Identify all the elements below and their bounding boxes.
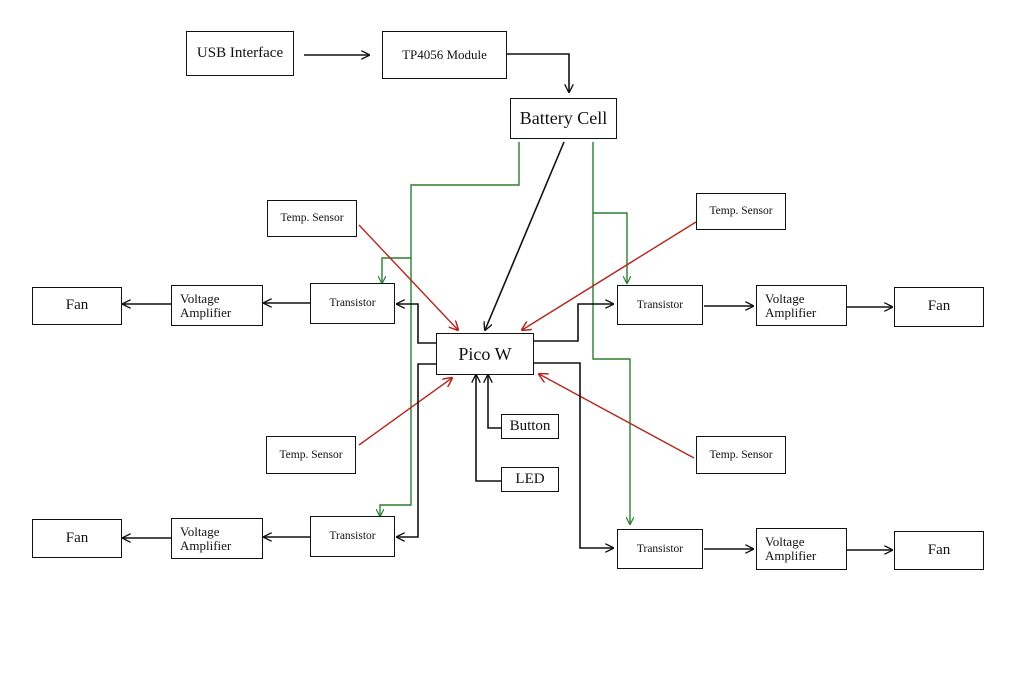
temp-sensor-top-right-box: Temp. Sensor [696, 193, 786, 230]
voltage-amplifier-top-left-box: Voltage Amplifier [171, 285, 263, 326]
control-pico-to-transistor-tr [534, 304, 613, 342]
power-line-battery-to-transistor-br [592, 213, 630, 524]
fan-top-right-box: Fan [894, 287, 984, 327]
usb-interface-box: USB Interface [186, 31, 294, 76]
power-line-battery-to-transistor-bl [380, 258, 412, 516]
signal-temp-tl-to-pico [358, 224, 458, 330]
transistor-bottom-left-box: Transistor [310, 516, 395, 557]
signal-temp-br-to-pico [539, 374, 695, 459]
fan-bottom-right-box: Fan [894, 531, 984, 570]
tp4056-module-box: TP4056 Module [382, 31, 507, 79]
signal-temp-bl-to-pico [358, 378, 452, 446]
fan-bottom-left-box: Fan [32, 519, 122, 558]
transistor-top-left-box: Transistor [310, 283, 395, 324]
voltage-amplifier-bottom-left-box: Voltage Amplifier [171, 518, 263, 559]
transistor-bottom-right-box: Transistor [617, 529, 703, 569]
input-led-to-pico [476, 375, 501, 482]
temp-sensor-bottom-left-box: Temp. Sensor [266, 436, 356, 474]
control-pico-to-transistor-bl [397, 363, 436, 537]
control-pico-to-transistor-tl [397, 304, 436, 344]
power-line-battery-to-transistor-tr [592, 142, 627, 283]
voltage-amplifier-top-right-box: Voltage Amplifier [756, 285, 847, 326]
transistor-top-right-box: Transistor [617, 285, 703, 325]
pico-w-box: Pico W [436, 333, 534, 375]
input-button-to-pico [488, 375, 501, 429]
arrow-tp4056-to-battery [507, 53, 569, 92]
led-box: LED [501, 467, 559, 492]
temp-sensor-top-left-box: Temp. Sensor [267, 200, 357, 237]
power-line-battery-to-transistor-tl [382, 142, 520, 283]
signal-temp-tr-to-pico [522, 221, 697, 330]
battery-cell-box: Battery Cell [510, 98, 617, 139]
temp-sensor-bottom-right-box: Temp. Sensor [696, 436, 786, 474]
control-pico-to-transistor-br [534, 362, 613, 548]
fan-top-left-box: Fan [32, 287, 122, 325]
arrow-battery-to-pico [485, 141, 565, 330]
button-box: Button [501, 414, 559, 439]
voltage-amplifier-bottom-right-box: Voltage Amplifier [756, 528, 847, 570]
